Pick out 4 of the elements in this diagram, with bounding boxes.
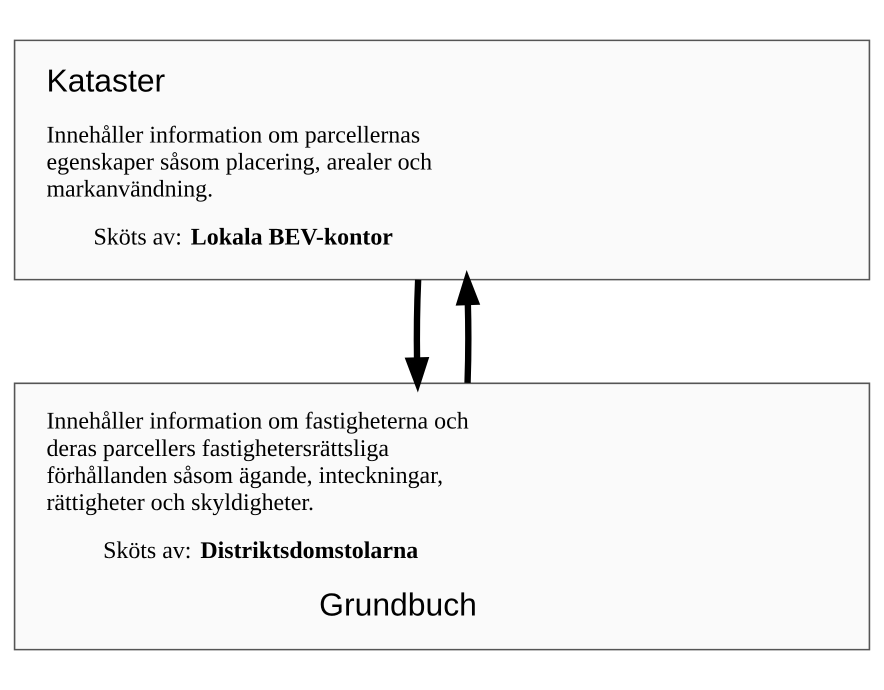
node-box: Kataster Innehåller information om parcellernas egenskaper såsom placering, arealer och markanvändning. Sköts av: Lokala BEV-kontor	[14, 40, 870, 280]
node-box: Innehåller information om fastigheterna och deras parcellers fastighetersrättsliga förhållanden såsom ägande, inteckningar, rättigheter och skyldigheter. Sköts av: Distriktsdomstolarna Grundbuch	[14, 382, 870, 650]
arrow	[456, 270, 480, 383]
arrow	[404, 280, 430, 392]
